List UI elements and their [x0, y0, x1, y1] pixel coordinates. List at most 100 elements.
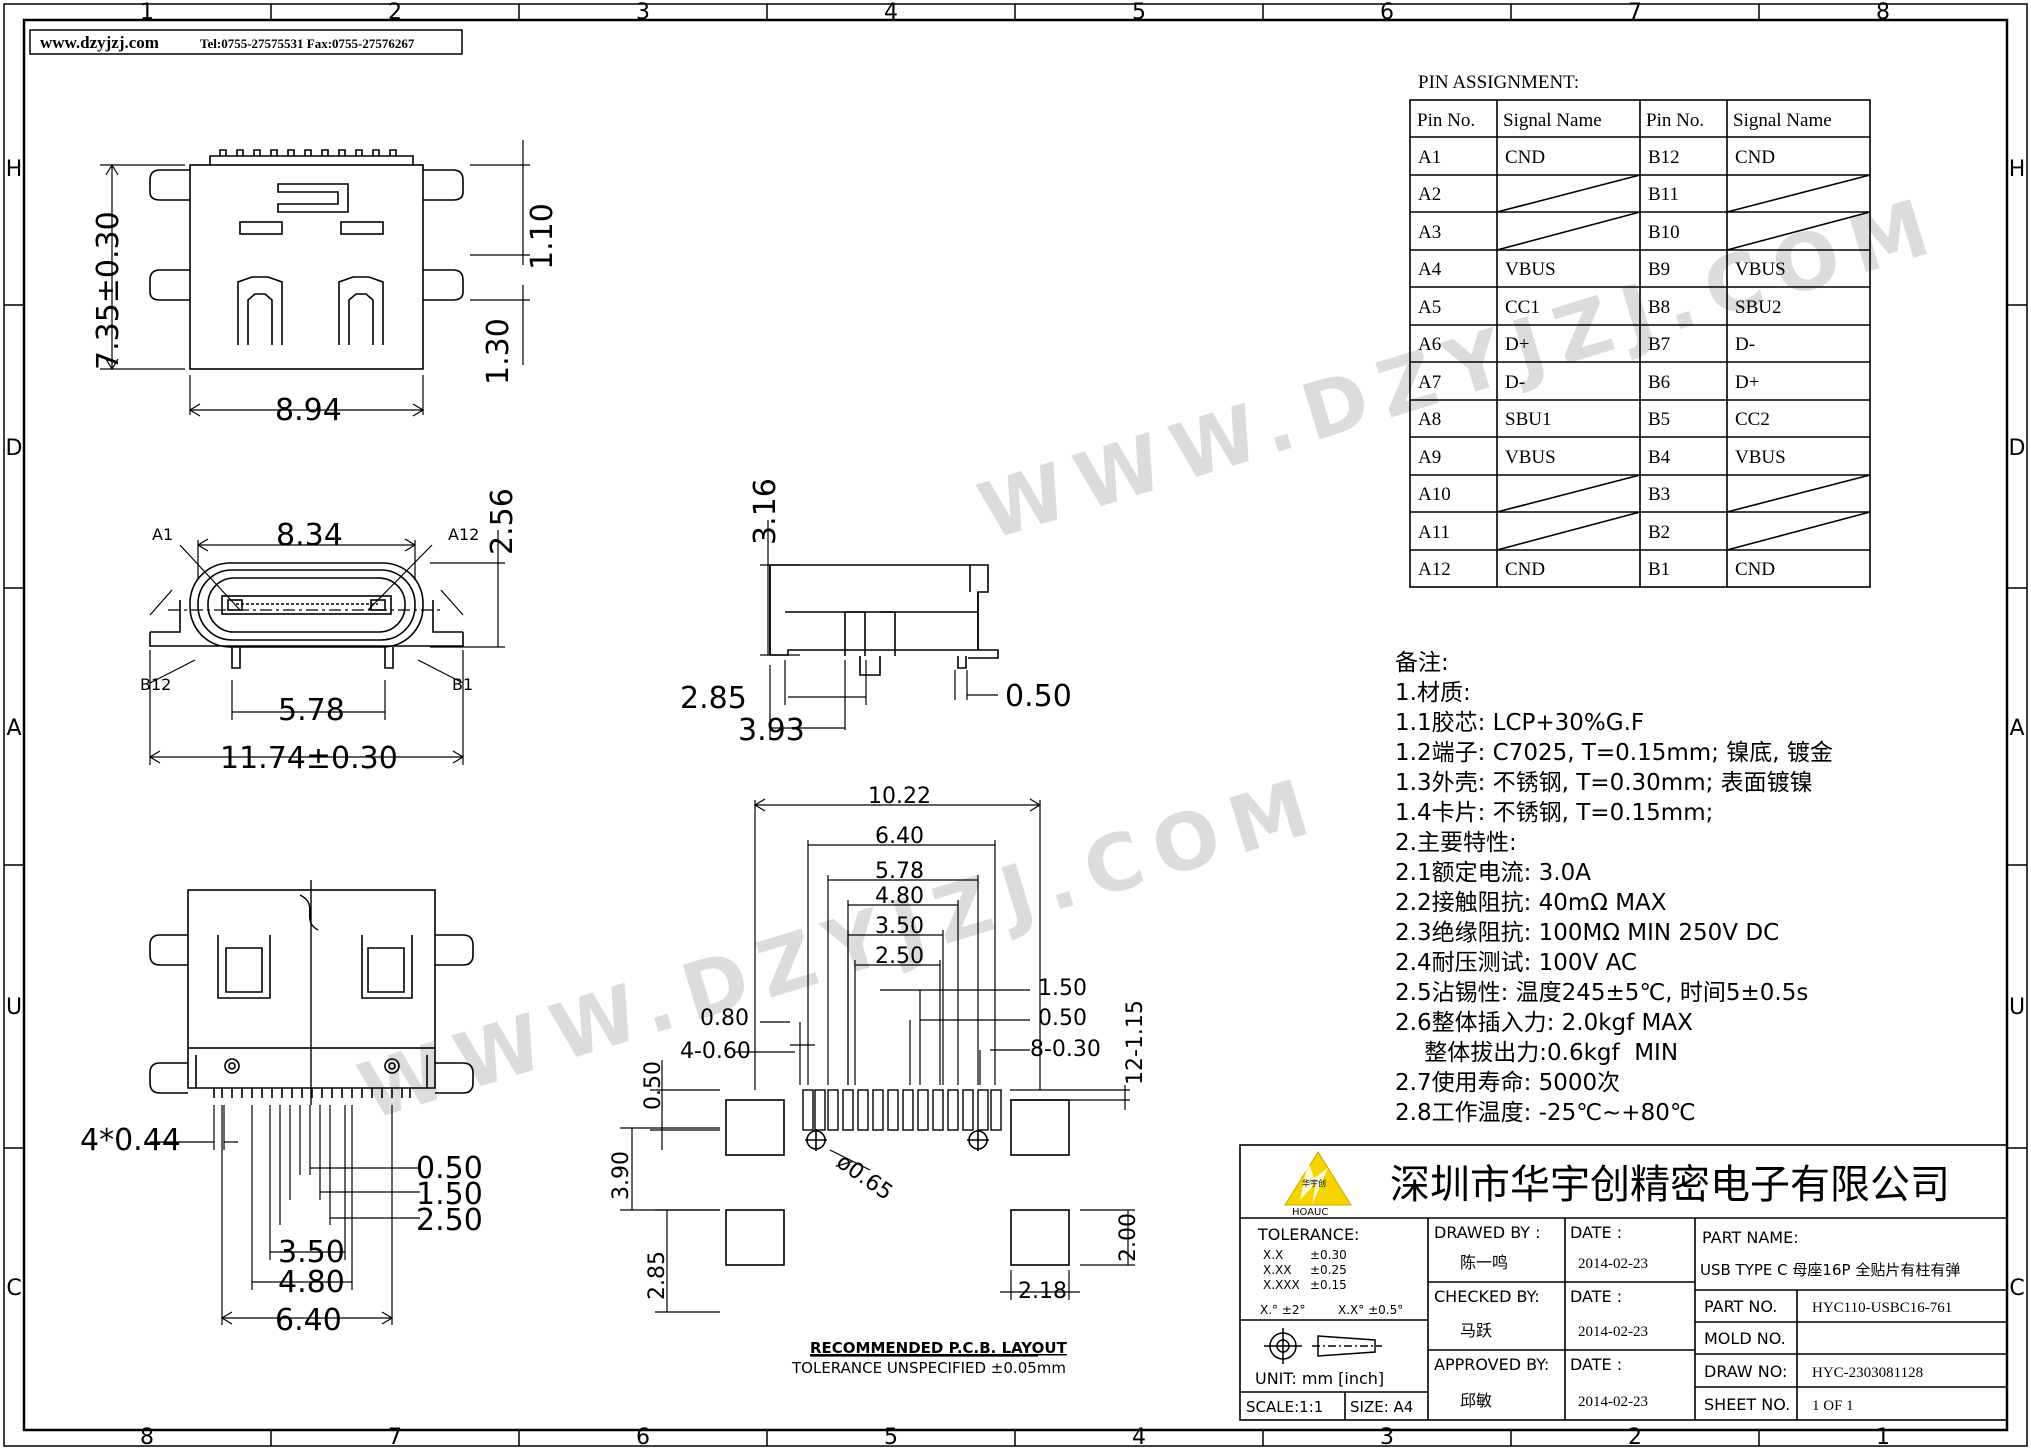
table-cell: SBU2 — [1735, 297, 1781, 318]
table-cell: B6 — [1648, 372, 1670, 393]
dim-label: 2.85 — [680, 681, 747, 716]
bottom-view-dim-text: 4*0.44 0.50 1.50 2.50 3.50 4.80 6.40 — [80, 1123, 483, 1338]
dim-label: 0.50 — [416, 1151, 483, 1186]
dim-label: 12-1.15 — [1123, 1000, 1148, 1085]
bottom-view-dims — [150, 1105, 420, 1325]
dim-label: 0.80 — [700, 1006, 749, 1031]
scale-label: SCALE:1:1 — [1246, 1398, 1323, 1416]
table-cell: A3 — [1418, 222, 1441, 243]
table-cell: D+ — [1735, 372, 1759, 393]
tolerance-label: TOLERANCE: — [1257, 1225, 1359, 1244]
pcb-title: RECOMMENDED P.C.B. LAYOUT — [810, 1339, 1068, 1357]
table-cell: A8 — [1418, 409, 1441, 430]
dim-label: 5.78 — [278, 693, 345, 728]
table-cell: CND — [1505, 147, 1545, 168]
dim-label: 3.90 — [609, 1151, 634, 1200]
dim-label: 2.56 — [485, 488, 520, 555]
logo-top-text: 华宇创 — [1302, 1178, 1326, 1188]
dim-label: 0.50 — [1038, 1006, 1087, 1031]
dim-label: 5.78 — [875, 859, 924, 884]
date-value: 2014-02-23 — [1578, 1256, 1648, 1272]
dim-label: 4.80 — [278, 1265, 345, 1300]
dim-label: 10.22 — [868, 784, 931, 809]
dim-label: 3.93 — [738, 713, 805, 748]
table-cell: D- — [1735, 334, 1755, 355]
note-line: 2.5沾锡性: 温度245±5℃, 时间5±0.5s — [1395, 980, 1808, 1006]
draw-no-label: DRAW NO: — [1704, 1362, 1787, 1381]
side-view — [769, 564, 999, 676]
pcb-dims — [620, 798, 1135, 1313]
frame-number: 3 — [636, 0, 650, 25]
logo-text: HOAUC — [1292, 1207, 1328, 1218]
note-line: 1.4卡片: 不锈钢, T=0.15mm; — [1395, 800, 1713, 826]
bottom-view — [149, 880, 474, 1105]
frame-number: 7 — [388, 1425, 402, 1450]
draw-no: HYC-2303081128 — [1812, 1365, 1923, 1381]
table-cell: VBUS — [1735, 259, 1786, 280]
top-view — [149, 149, 464, 370]
frame-number: 4 — [1132, 1425, 1146, 1450]
sheet-no: 1 OF 1 — [1812, 1398, 1854, 1414]
table-cell: B7 — [1648, 334, 1670, 355]
frame-letter: A — [2009, 716, 2024, 741]
table-cell: D- — [1505, 372, 1525, 393]
table-cell: A5 — [1418, 297, 1441, 318]
dim-label: 3.50 — [278, 1235, 345, 1270]
note-line: 2.8工作温度: -25℃~+80℃ — [1395, 1100, 1696, 1126]
frame-number: 8 — [1876, 0, 1890, 25]
dim-label: 4*0.44 — [80, 1123, 181, 1158]
top-view-dims — [100, 140, 530, 417]
table-cell: A6 — [1418, 334, 1441, 355]
dim-label: 2.50 — [875, 944, 924, 969]
table-cell: B4 — [1648, 447, 1671, 468]
table-cell: A9 — [1418, 447, 1441, 468]
side-view-dim-text: 3.16 2.85 3.93 0.50 — [680, 478, 1072, 748]
pin-label: B12 — [140, 675, 171, 694]
dim-label: 11.74±0.30 — [220, 741, 398, 776]
frame-number: 8 — [140, 1425, 154, 1450]
website-text: www.dzyjzj.com — [40, 33, 159, 52]
dim-label: 0.50 — [641, 1061, 666, 1110]
table-cell: VBUS — [1505, 447, 1556, 468]
table-cell: A2 — [1418, 184, 1441, 205]
frame-number: 3 — [1380, 1425, 1394, 1450]
table-cell: B2 — [1648, 522, 1670, 543]
frame-letter: D — [6, 436, 23, 461]
checked-by-label: CHECKED BY: — [1434, 1287, 1540, 1306]
watermark-text: WWW.DZYJZJ.COM — [969, 180, 1952, 559]
title-block: 华宇创 HOAUC 深圳市华宇创精密电子有限公司 TOLERANCE: X.X … — [1239, 1144, 2008, 1421]
frame-number: 6 — [1380, 0, 1394, 25]
date-label: DATE : — [1570, 1287, 1622, 1306]
unit-label: UNIT: mm [inch] — [1255, 1369, 1384, 1388]
pin-label: B1 — [452, 675, 473, 694]
frame-number: 2 — [1628, 1425, 1642, 1450]
dim-label: 2.00 — [1116, 1213, 1141, 1262]
table-cell: A4 — [1418, 259, 1442, 280]
frame-letter: A — [6, 716, 21, 741]
part-no-label: PART NO. — [1704, 1297, 1777, 1316]
frame-letter: U — [2009, 995, 2025, 1020]
tolerance-key: X.XXX — [1263, 1278, 1300, 1292]
dim-label: 3.50 — [875, 914, 924, 939]
contact-text: Tel:0755-27575531 Fax:0755-27576267 — [200, 36, 415, 51]
table-cell: A12 — [1418, 559, 1451, 580]
table-cell: A7 — [1418, 372, 1441, 393]
table-header: Signal Name — [1733, 110, 1832, 131]
dim-label: 8.94 — [275, 393, 342, 428]
note-line: 2.7使用寿命: 5000次 — [1395, 1070, 1620, 1096]
pcb-layout — [725, 1089, 1070, 1266]
tolerance-value: ±0.30 — [1310, 1248, 1347, 1262]
part-name: USB TYPE C 母座16P 全贴片有柱有弹 — [1700, 1261, 1960, 1279]
dim-label: 6.40 — [275, 1303, 342, 1338]
dim-label: 8.34 — [276, 518, 343, 553]
note-line: 1.2端子: C7025, T=0.15mm; 镍底, 镀金 — [1395, 740, 1833, 766]
table-cell: B10 — [1648, 222, 1680, 243]
approved-by: 邱敏 — [1460, 1391, 1492, 1410]
sheet-no-label: SHEET NO. — [1704, 1395, 1790, 1414]
drawn-by-label: DRAWED BY : — [1434, 1223, 1541, 1242]
dim-label: 4-0.60 — [680, 1039, 751, 1064]
pin-label: A12 — [448, 525, 479, 544]
table-cell: B8 — [1648, 297, 1670, 318]
tolerance-angle: X.° ±2° — [1260, 1303, 1306, 1317]
dim-label: 3.16 — [748, 478, 783, 545]
